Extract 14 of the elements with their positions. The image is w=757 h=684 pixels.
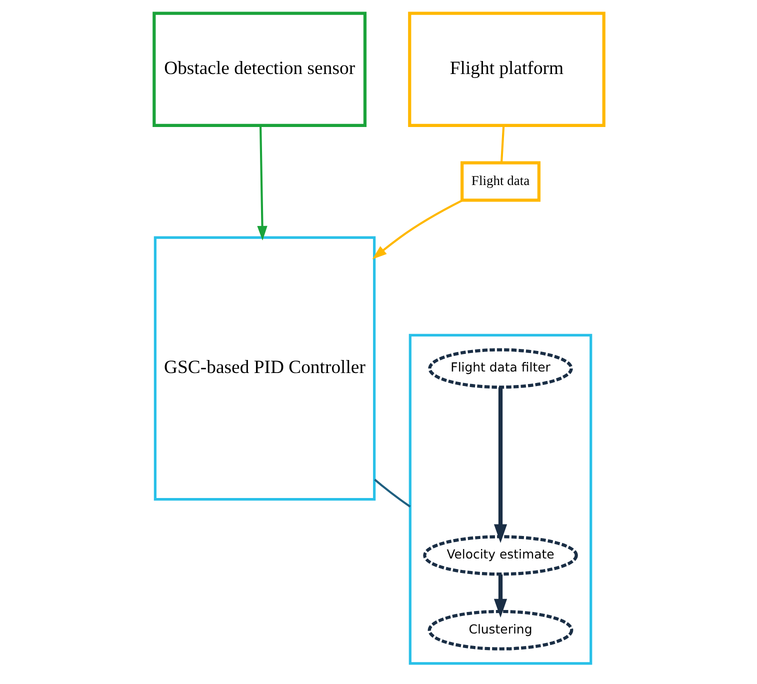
node-box: Obstacle detection sensor <box>152 11 366 126</box>
node-ellipse: Velocity estimate <box>422 534 578 576</box>
node-ellipse: Flight data filter <box>428 348 572 388</box>
arrow <box>493 574 507 618</box>
node-box: GSC-based PID Controller <box>153 236 376 500</box>
node-box: Flight data <box>460 160 540 202</box>
connector <box>374 478 410 507</box>
arrow <box>493 386 507 542</box>
cluster <box>408 333 592 664</box>
arrow <box>256 125 267 240</box>
node-box: Flight platform <box>408 11 605 126</box>
node-ellipse: Clustering <box>427 609 573 650</box>
connector <box>500 125 504 162</box>
arrow <box>372 199 462 259</box>
